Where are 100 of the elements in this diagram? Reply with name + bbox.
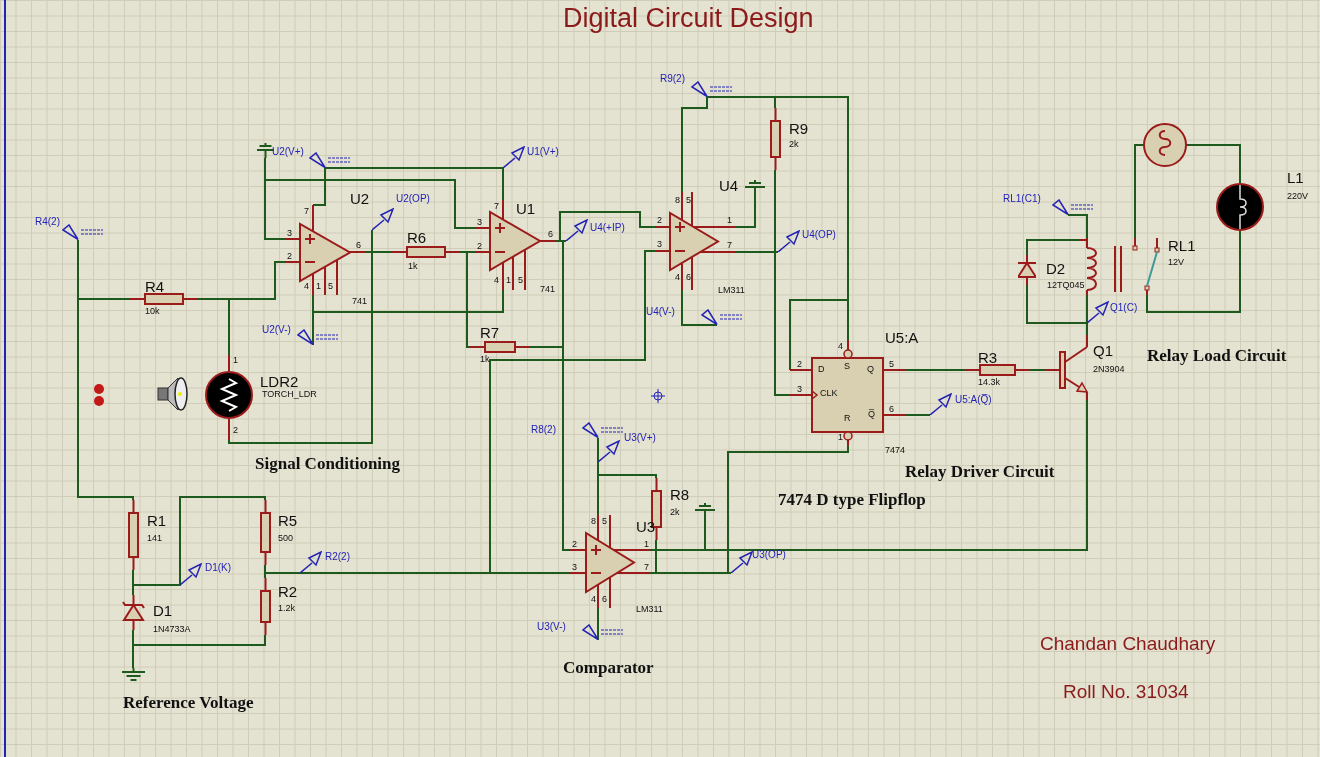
pin-label: 6 — [686, 273, 691, 283]
probe-label: D1(K) — [205, 562, 232, 573]
wire — [228, 251, 373, 444]
component-value: 12V — [1168, 258, 1184, 268]
pin-label: 8 — [591, 517, 596, 527]
component-label: U5:A — [885, 330, 919, 347]
wire — [734, 251, 791, 396]
pin-label: 5 — [686, 196, 691, 206]
section-heading: Reference Voltage — [123, 694, 254, 713]
component-value: 220V — [1287, 192, 1309, 202]
component-value: LM311 — [636, 605, 663, 615]
terminal-label: U2(V-) — [262, 324, 291, 335]
author-name: Chandan Chaudhary — [1040, 634, 1216, 655]
pin-label: Q — [867, 365, 874, 375]
probe-label: U3(OP) — [752, 549, 786, 560]
pin-label: 8 — [675, 196, 680, 206]
probe-label: R2(2) — [325, 551, 350, 562]
wire — [197, 261, 286, 300]
component-value: 2k — [789, 140, 799, 150]
pin-label: 2 — [233, 426, 238, 436]
pin-label: 5 — [328, 282, 333, 292]
wire — [264, 250, 656, 579]
pin-label: 6 — [548, 230, 553, 240]
wire — [904, 414, 931, 416]
pin-label: 1 — [506, 276, 511, 286]
component-label: RL1 — [1168, 238, 1196, 255]
wire — [264, 157, 476, 229]
pin-label: S — [844, 362, 850, 372]
wire — [77, 298, 134, 501]
wire — [681, 96, 708, 193]
component-label: R7 — [480, 325, 500, 342]
pin-label: 7 — [494, 202, 499, 212]
probe-label: U3(V+) — [624, 432, 656, 443]
pin-label: 1 — [233, 356, 238, 366]
pin-label: 3 — [572, 563, 577, 573]
wire — [649, 399, 1088, 551]
wire — [364, 251, 393, 253]
component-label: R1 — [147, 513, 167, 530]
wire — [734, 194, 756, 228]
pin-label: 1 — [644, 540, 649, 550]
pin-label: 2 — [657, 216, 662, 226]
pin-label: 6 — [602, 595, 607, 605]
component-value: 7474 — [885, 446, 906, 456]
wire — [132, 496, 266, 586]
component-value: 741 — [540, 285, 556, 295]
pin-label: CLK — [820, 389, 838, 399]
pin-label: Q̅ — [868, 410, 875, 420]
pin-label: 2 — [477, 242, 482, 252]
diagram-title: Digital Circuit Design — [563, 4, 814, 34]
probe-label: U1(V+) — [527, 146, 559, 157]
pin-label: 5 — [602, 517, 607, 527]
wire — [502, 167, 504, 201]
component-label: R6 — [407, 230, 427, 247]
wire — [554, 240, 571, 551]
component-label: R9 — [789, 121, 809, 138]
component-value: 12TQ045 — [1047, 281, 1085, 291]
pin-label: 6 — [356, 241, 361, 251]
section-heading: Signal Conditioning — [255, 455, 401, 474]
wire — [1146, 230, 1241, 313]
terminal-label: U3(V-) — [537, 621, 566, 632]
component-label: Q1 — [1093, 343, 1113, 360]
component-value: LM311 — [718, 286, 745, 296]
probe-label: U2(OP) — [396, 193, 430, 204]
component-value: 1k — [408, 262, 418, 272]
terminal-label: R9(2) — [660, 73, 685, 84]
probe-label: Q1(C) — [1110, 302, 1138, 313]
terminal-label: U2(V+) — [272, 146, 304, 157]
wire — [597, 607, 599, 641]
pin-label: 2 — [287, 252, 292, 262]
wire — [649, 572, 732, 574]
component-label: L1 — [1287, 170, 1304, 187]
pin-label: 5 — [518, 276, 523, 286]
pin-label: 4 — [591, 595, 596, 605]
component-label: D1 — [153, 603, 173, 620]
wire — [681, 289, 718, 326]
component-value: 2k — [670, 508, 680, 518]
wire — [597, 437, 599, 516]
pin-label: 7 — [644, 563, 649, 573]
component-label: R5 — [278, 513, 298, 530]
probe-label: U4(OP) — [802, 229, 836, 240]
component-label: D2 — [1046, 261, 1066, 278]
section-heading: Relay Load Circuit — [1147, 347, 1287, 366]
component-label: R4 — [145, 279, 165, 296]
terminal-label: R4(2) — [35, 216, 60, 227]
component-value: TORCH_LDR — [262, 390, 317, 400]
terminal-label: RL1(C1) — [1003, 193, 1041, 204]
component-value: 500 — [278, 534, 294, 544]
wire — [1186, 144, 1241, 184]
probe-label: U4(+IP) — [590, 222, 625, 233]
component-label: R3 — [978, 350, 998, 367]
wire — [312, 289, 504, 313]
terminal-label: R8(2) — [531, 424, 556, 435]
pin-label: 4 — [675, 273, 680, 283]
component-label: U2 — [350, 191, 370, 208]
pin-label: 3 — [477, 218, 482, 228]
terminal-label: U4(V-) — [646, 306, 675, 317]
probe-label: U5:A(Q̅) — [955, 394, 992, 405]
component-label: R2 — [278, 584, 298, 601]
pin-label: 3 — [287, 229, 292, 239]
component-value: 14.3k — [978, 378, 1001, 388]
